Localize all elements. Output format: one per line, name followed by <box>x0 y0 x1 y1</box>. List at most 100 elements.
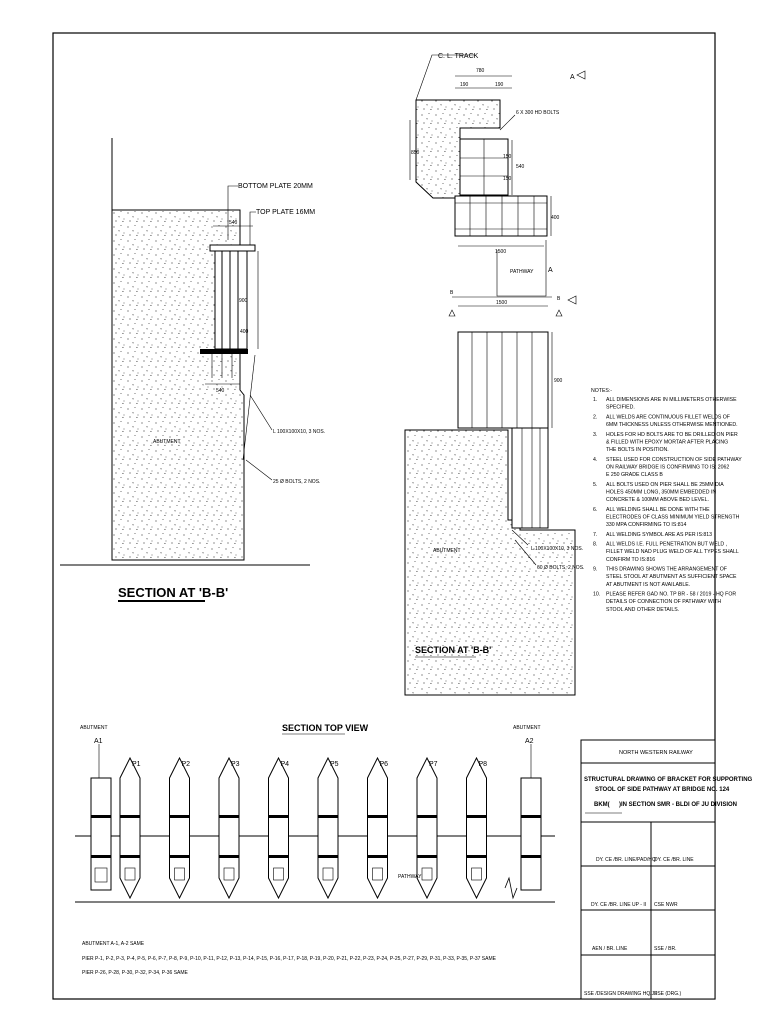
left-abutment-label: ABUTMENT <box>153 439 181 445</box>
plan-dim-190b: 190 <box>495 82 504 88</box>
tb-title2: STOOL OF SIDE PATHWAY AT BRIDGE NO. 124 <box>595 787 730 793</box>
plan-marker-a2: A <box>570 74 575 81</box>
tb-bkm: BKM( <box>594 802 610 808</box>
abutment-right-label: ABUTMENT <box>513 725 541 731</box>
note-line: ALL DIMENSIONS ARE IN MILLIMETERS OTHERW… <box>606 397 737 403</box>
tb-r1b: DY. CE /BR. LINE <box>654 857 694 863</box>
pier-p4: P4 <box>268 756 290 900</box>
sheet-border <box>52 32 716 1000</box>
note-line: ON RAILWAY BRIDGE IS CONFIRMING TO IS: 2… <box>606 464 729 470</box>
plan-dim-850: 850 <box>411 150 420 156</box>
left-section-bb <box>60 138 310 602</box>
pier-label: P2 <box>182 761 191 768</box>
right-angle-label: L 100X100X10, 3 NOS. <box>531 546 583 552</box>
plan-dim-190a: 190 <box>460 82 469 88</box>
right-section-title: SECTION AT 'B-B' <box>415 645 491 655</box>
pier-label: P8 <box>479 761 488 768</box>
tb-r4a: SSE /DESIGN DRAWING HQ/JP <box>584 991 658 997</box>
right-marker-b2: B <box>557 296 561 302</box>
tb-r2a: DY. CE /BR. LINE UP - II <box>591 902 646 908</box>
note-line: 6MM THICKNESS UNLESS OTHERWISE MENTIONED… <box>606 422 738 428</box>
tb-railway: NORTH WESTERN RAILWAY <box>619 750 693 756</box>
tb-r1a: DY. CE /BR. LINE/PAD/HQ <box>596 857 656 863</box>
left-top-plate <box>209 244 256 252</box>
note-line: 330 MPA CONFIRMING TO IS:814 <box>606 522 687 528</box>
left-top-plate-label: TOP PLATE 16MM <box>256 209 315 216</box>
note-line: HOLES FOR HD BOLTS ARE TO BE DRILLED ON … <box>606 432 738 438</box>
left-dim-top: 540 <box>229 220 238 226</box>
notes-heading: NOTES:- <box>591 388 612 394</box>
note-line: ALL WELDS ARE CONTINUOUS FILLET WELDS OF <box>606 414 730 420</box>
cl-track-label: C. L. TRACK <box>438 53 479 60</box>
note-line: THE BOLTS IN POSITION. <box>606 447 669 453</box>
top-view: P1 P2 P3 P4 P5 P6 P7 P8 <box>75 733 555 903</box>
plan-dim-1500: 1500 <box>495 249 506 255</box>
note-number: 8. <box>593 542 597 548</box>
note-line: ALL WELDS I.E. FULL PENETRATION BUT WELD… <box>606 542 727 548</box>
note-line: CONFIRM TO IS:816 <box>606 557 655 563</box>
note-line: STEEL USED FOR CONSTRUCTION OF SIDE PATH… <box>606 457 742 463</box>
left-angle-label: L 100X100X10, 3 NOS. <box>273 429 325 435</box>
note-line: & FILLED WITH EPOXY MORTAR AFTER PLACING <box>606 439 728 445</box>
right-abutment-label: ABUTMENT <box>433 548 461 554</box>
note-line: ALL WELDING SYMBOL ARE AS PER IS:813 <box>606 532 712 538</box>
note-number: 6. <box>593 507 597 513</box>
top-view-title: SECTION TOP VIEW <box>282 723 369 733</box>
right-dim-900: 900 <box>554 378 563 384</box>
a2-label: A2 <box>525 738 534 745</box>
pier-label: P5 <box>330 761 339 768</box>
note-number: 5. <box>593 482 597 488</box>
note-line: CONCRETE & 100MM ABOVE BED LEVEL. <box>606 497 709 503</box>
left-bolts-label: 25 Ø BOLTS, 2 NOS. <box>273 479 320 485</box>
top-pathway-label: PATHWAY <box>398 874 422 880</box>
tb-title1: STRUCTURAL DRAWING OF BRACKET FOR SUPPOR… <box>584 777 753 783</box>
note-number: 7. <box>593 532 597 538</box>
note-line: E 250 GRADE CLASS B <box>606 472 663 478</box>
pier-p5: P5 <box>317 756 339 900</box>
tb-title3: )IN SECTION SMR - BLDI OF JU DIVISION <box>619 802 737 808</box>
right-bolts-label: 60 Ø BOLTS, 2 NOS. <box>537 565 584 571</box>
note-line: PLEASE REFER GAD NO. TP BR - 58 / 2019 -… <box>606 592 736 598</box>
note-line: HOLES 450MM LONG, 350MM EMBEDDED IN <box>606 489 716 495</box>
plan-dim-540: 540 <box>516 164 525 170</box>
pier-p2: P2 <box>169 756 191 900</box>
note-number: 2. <box>593 414 597 420</box>
note-line: ELECTRODES OF CLASS MINIMUM YIELD STRENG… <box>606 514 740 520</box>
pier-p8: P8 <box>466 756 488 900</box>
pier-label: P6 <box>380 761 389 768</box>
note-number: 9. <box>593 567 597 573</box>
note-line: FILLET WELD NAD PLUG WELD OF ALL TYPES S… <box>606 549 739 555</box>
pier-p7: P7 <box>416 756 438 900</box>
hd-bolts-label: 6 X 300 HD BOLTS <box>516 110 560 116</box>
pier-label: P1 <box>132 761 141 768</box>
pier-p6: P6 <box>367 756 389 900</box>
pier-label: P3 <box>231 761 240 768</box>
note-number: 1. <box>593 397 597 403</box>
plan-view <box>409 54 586 297</box>
note-line: THIS DRAWING SHOWS THE ARRANGEMENT OF <box>606 567 727 573</box>
right-post <box>511 427 549 529</box>
plan-dim-400: 400 <box>551 215 560 221</box>
left-bottom-plate <box>200 349 248 354</box>
right-marker-b: B <box>450 290 454 296</box>
right-section-bb <box>404 295 577 696</box>
left-bottom-plate-label: BOTTOM PLATE 20MM <box>238 183 313 190</box>
title-block <box>580 739 716 1000</box>
left-abutment-concrete <box>111 209 245 561</box>
note-number: 4. <box>593 457 597 463</box>
pier-label: P4 <box>281 761 290 768</box>
tb-r3b: SSE / BR. <box>654 946 677 952</box>
note-line: STOOL AND OTHER DETAILS. <box>606 607 679 613</box>
left-section-title: SECTION AT 'B-B' <box>118 585 228 600</box>
same-note-1: ABUTMENT A-1, A-2 SAME <box>82 941 145 947</box>
plan-dim-780: 780 <box>476 68 485 74</box>
tb-r3a: AEN / BR. LINE <box>592 946 628 952</box>
left-dim-bottom: 540 <box>216 388 225 394</box>
note-line: SPECIFIED. <box>606 405 635 411</box>
note-line: STEEL STOOL AT ABUTMENT AS SUFFICIENT SP… <box>606 574 737 580</box>
pier-label: P7 <box>429 761 438 768</box>
pier-p3: P3 <box>218 756 240 900</box>
pier-p1: P1 <box>119 756 141 900</box>
note-line: ALL BOLTS USED ON PIER SHALL BE 25MM DIA <box>606 482 724 488</box>
